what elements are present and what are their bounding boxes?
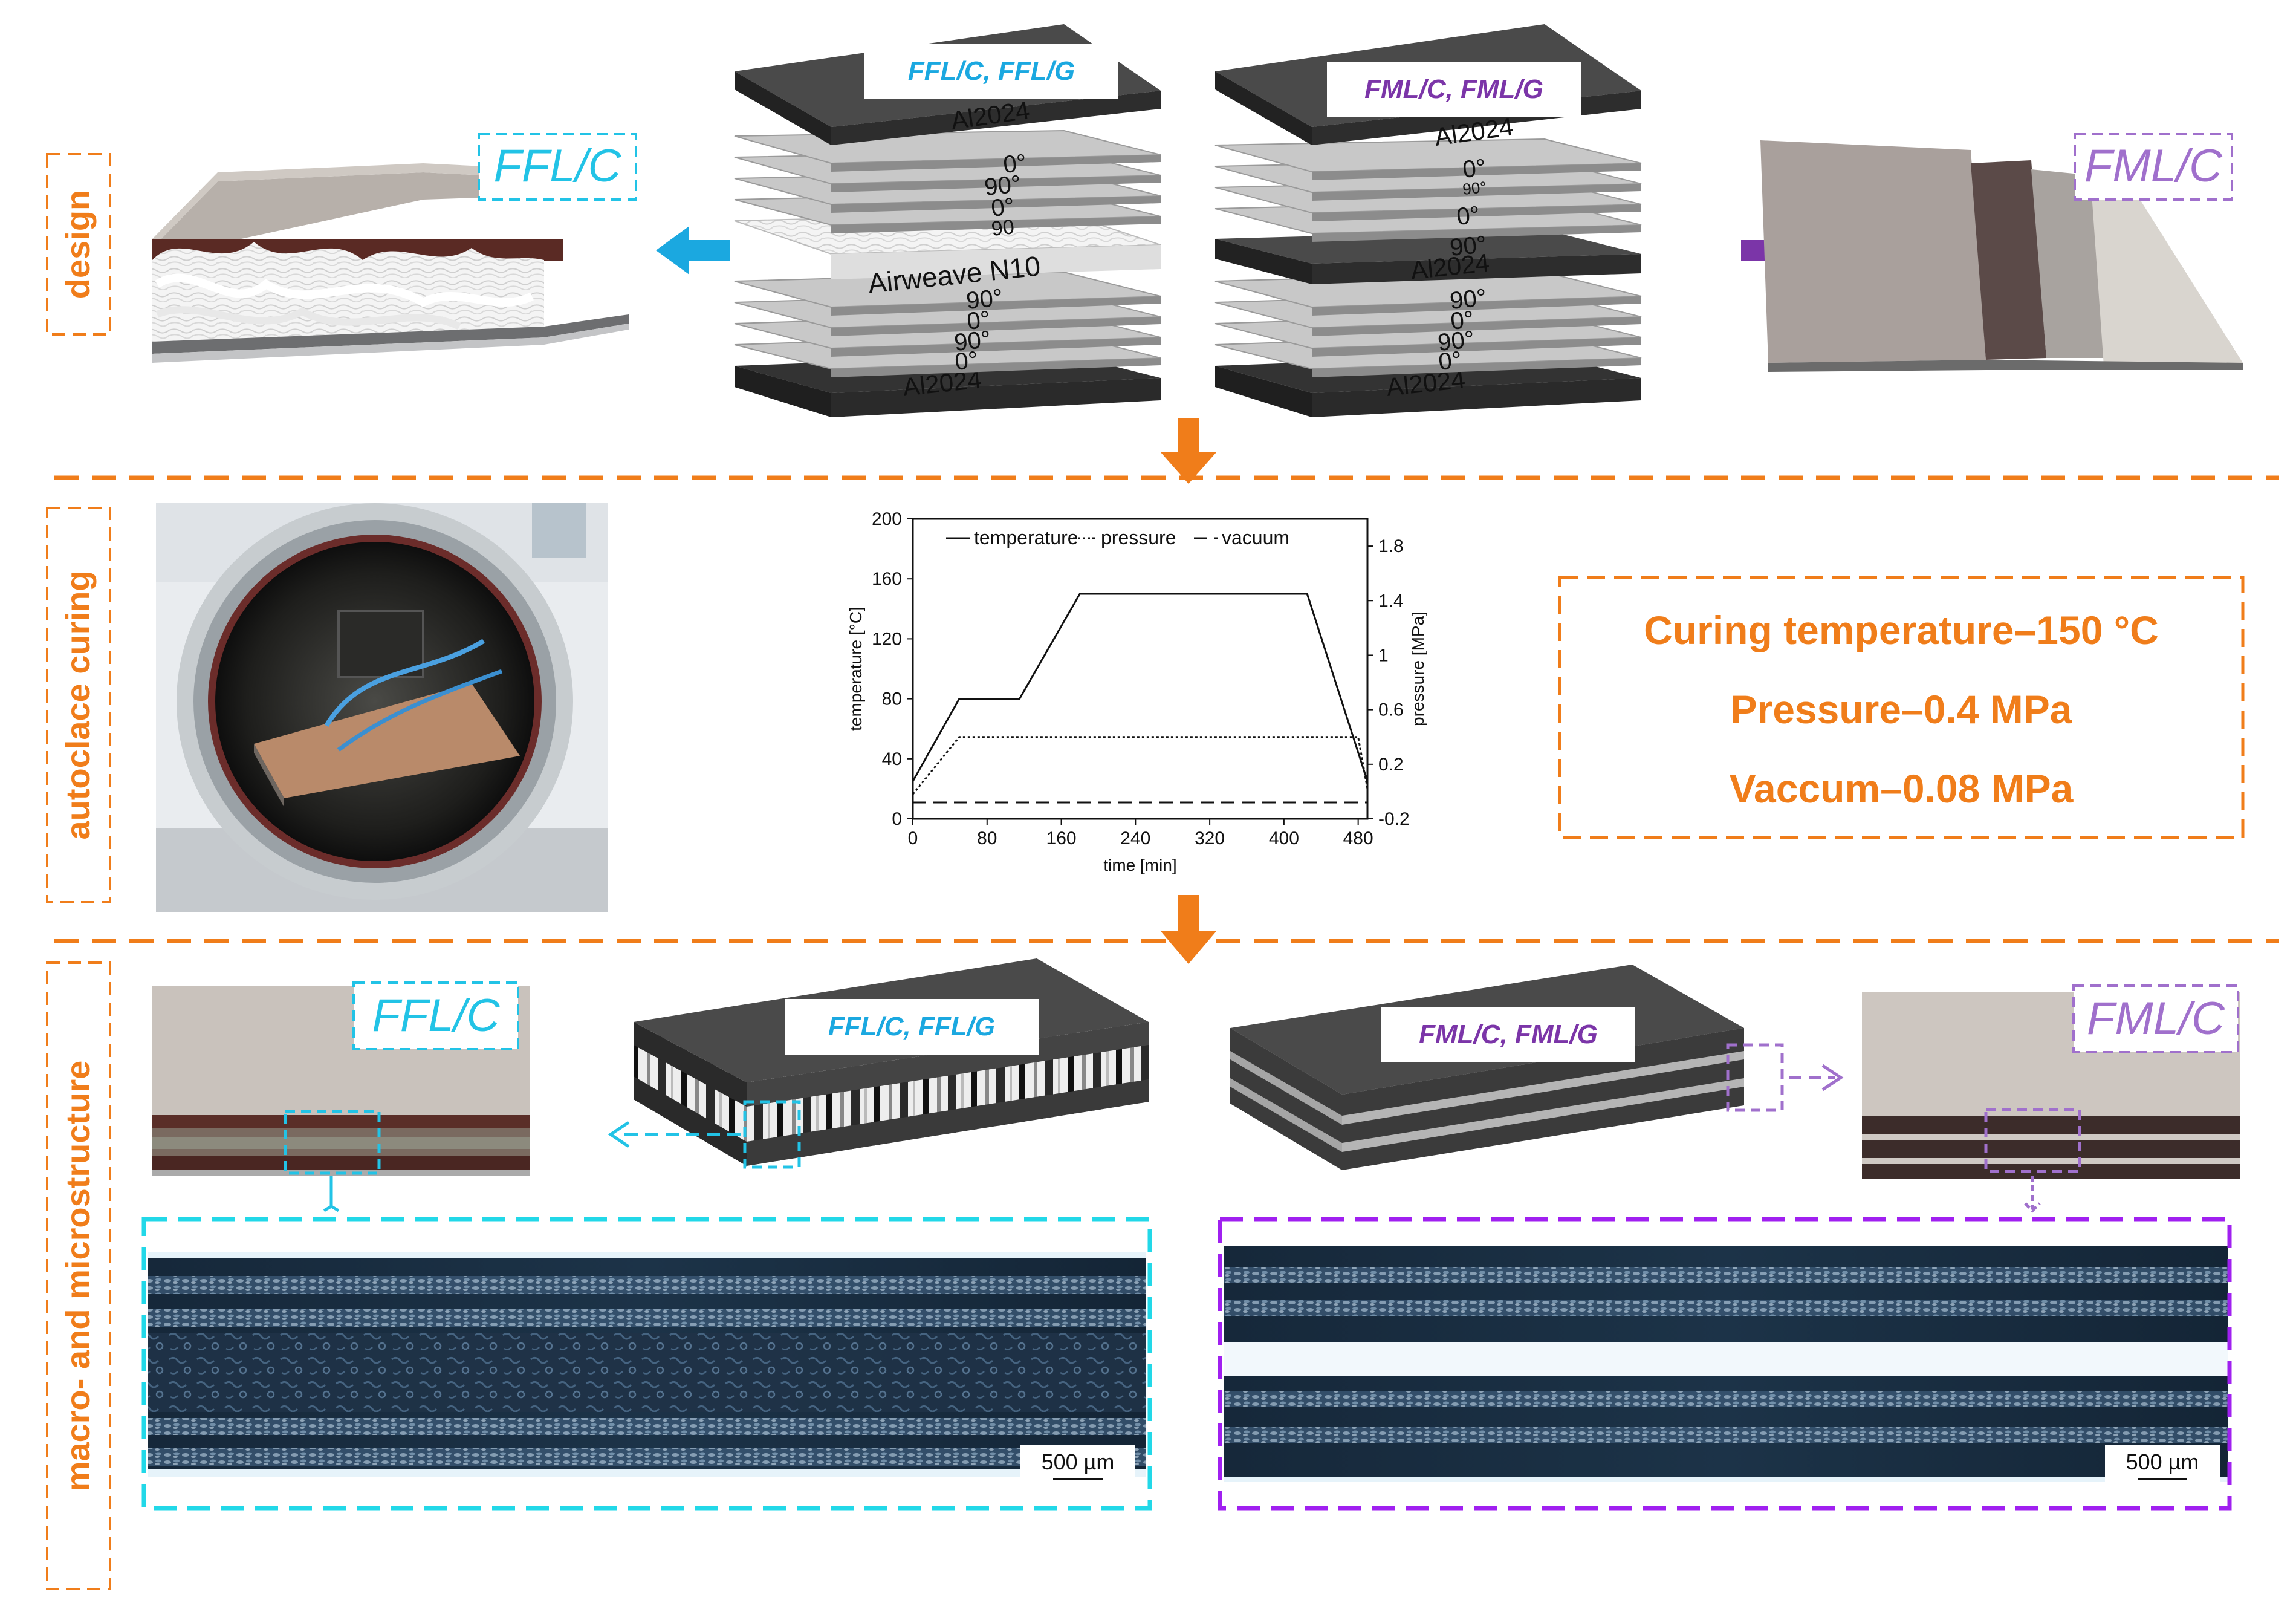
stage-label-micro: macro- and microstructure xyxy=(46,961,111,1590)
chart-y2tick-label: 1.4 xyxy=(1378,591,1404,611)
stack-fml-layer-3: 0° xyxy=(1455,201,1481,230)
fml-3d-block: FML/C, FML/G xyxy=(1230,965,1784,1170)
ffl-micrograph: 500 µm xyxy=(141,1217,1152,1511)
chart-xtick-label: 320 xyxy=(1195,828,1225,848)
chart-ytick-label: 0 xyxy=(892,809,902,829)
chart-xtick-label: 400 xyxy=(1269,828,1299,848)
chart-series-temperature xyxy=(912,593,1369,782)
stack-ffl-layer-1: 0° xyxy=(1002,149,1028,178)
chart-ytick-label: 120 xyxy=(872,629,902,649)
chart-ytick-label: 40 xyxy=(882,749,902,769)
chart-xtick-label: 0 xyxy=(908,828,918,848)
chart-legend-label-vacuum: vacuum xyxy=(1222,527,1289,548)
chart-frame xyxy=(912,518,1369,820)
chart-xtick-label: 480 xyxy=(1343,828,1373,848)
stack-ffl-title: FFL/C, FFL/G xyxy=(908,56,1075,86)
stack-ffl-layer-2: 90° xyxy=(983,171,1022,201)
stage-label-curing: autoclace curing xyxy=(46,507,111,903)
chart-xtick-label: 160 xyxy=(1046,828,1077,848)
chart-legend-label-pressure: pressure xyxy=(1101,527,1176,548)
arrow-down-2 xyxy=(1161,895,1216,964)
stage-label-curing-text: autoclace curing xyxy=(59,570,97,839)
stack-fml-layer-7: 0° xyxy=(1449,306,1475,335)
condition-vacuum: Vaccum–0.08 MPa xyxy=(1730,766,2074,811)
stack-fml-layer-9: 0° xyxy=(1437,346,1463,376)
ffl-macro-photo: FFL/C xyxy=(152,981,530,1176)
stack-ffl-layer-8: 90° xyxy=(953,326,992,356)
chart-ytick-label: 80 xyxy=(882,689,902,709)
condition-temperature: Curing temperature–150 °C xyxy=(1644,608,2159,652)
ffl-scalebar-label: 500 µm xyxy=(1042,1449,1115,1474)
chart-y2tick-label: 1 xyxy=(1378,645,1389,665)
fml-scalebar-label: 500 µm xyxy=(2126,1449,2199,1474)
fml-macro-label: FML/C xyxy=(2087,993,2225,1044)
arrow-down-1 xyxy=(1161,418,1216,484)
fml-photo: FML/C xyxy=(1760,133,2243,372)
stack-fml-layer-2: 90° xyxy=(1462,178,1487,198)
ffl-macro-label: FFL/C xyxy=(372,990,500,1041)
fml-zoom-connector xyxy=(2024,1176,2041,1213)
chart-y2tick-label: 0.6 xyxy=(1378,700,1404,720)
fml-photo-label: FML/C xyxy=(2084,140,2223,192)
chart-xtick-label: 80 xyxy=(977,828,997,848)
autoclave-photo xyxy=(156,503,608,912)
stack-ffl-layer-6: 90° xyxy=(965,284,1004,314)
stack-fml-layer-6: 90° xyxy=(1448,284,1488,314)
chart-y2label: pressure [MPa] xyxy=(1409,611,1427,726)
chart-ytick-label: 200 xyxy=(872,509,902,529)
stack-ffl-layer-3: 0° xyxy=(990,193,1016,222)
stack-ffl-layer-7: 0° xyxy=(965,306,991,335)
stack-ffl-layer-4: 90 xyxy=(990,215,1016,241)
curing-conditions-box: Curing temperature–150 °C Pressure–0.4 M… xyxy=(1558,576,2245,839)
chart-xlabel: time [min] xyxy=(1103,856,1176,874)
curing-chart: 0 80 160 240 320 400 480 0 40 80 120 160 200 -0.2 0.2 0… xyxy=(846,509,1427,874)
fml-dashed-arrow xyxy=(1789,1064,1844,1092)
fml-macro-photo: FML/C xyxy=(1862,984,2240,1179)
chart-ylabel: temperature [°C] xyxy=(846,607,865,731)
stage-label-design-text: design xyxy=(59,190,97,299)
chart-series-pressure xyxy=(912,736,1369,795)
fml-block-title: FML/C, FML/G xyxy=(1419,1020,1598,1049)
fml-micrograph: 500 µm xyxy=(1218,1217,2232,1511)
chart-y2tick-label: 1.8 xyxy=(1378,536,1404,556)
layup-stack-fml: Al2024 0° 90° 0° 90° Al2024 xyxy=(1214,24,1642,417)
stack-ffl-layer-9: 0° xyxy=(953,346,979,376)
ffl-photo: FFL/C xyxy=(152,133,637,373)
stage-label-design: design xyxy=(46,153,111,336)
chart-legend: temperature pressure vacuum xyxy=(946,527,1289,548)
ffl-block-title: FFL/C, FFL/G xyxy=(828,1012,995,1041)
ffl-dashed-arrow xyxy=(608,1121,741,1148)
chart-ytick-label: 160 xyxy=(872,569,902,589)
stack-fml-layer-1: 0° xyxy=(1461,154,1487,183)
stack-fml-title: FML/C, FML/G xyxy=(1364,74,1543,104)
chart-y2tick-label: 0.2 xyxy=(1378,755,1404,775)
chart-legend-label-temperature: temperature xyxy=(974,527,1078,548)
ffl-zoom-connector xyxy=(323,1176,340,1212)
chart-xtick-label: 240 xyxy=(1120,828,1150,848)
arrow-left-blue xyxy=(656,226,730,275)
stack-fml-layer-8: 90° xyxy=(1436,326,1476,356)
chart-y2tick-label: -0.2 xyxy=(1378,809,1410,829)
ffl-photo-label: FFL/C xyxy=(493,140,621,192)
stage-label-micro-text: macro- and microstructure xyxy=(59,1061,97,1492)
layup-stack-ffl: Al2024 0° 90° 0° 90° Airweave N10 xyxy=(734,24,1161,417)
condition-pressure: Pressure–0.4 MPa xyxy=(1730,687,2072,732)
ffl-3d-block: FFL/C, FFL/G xyxy=(634,958,1149,1169)
stack-fml-layer-4: 90° xyxy=(1448,231,1488,261)
